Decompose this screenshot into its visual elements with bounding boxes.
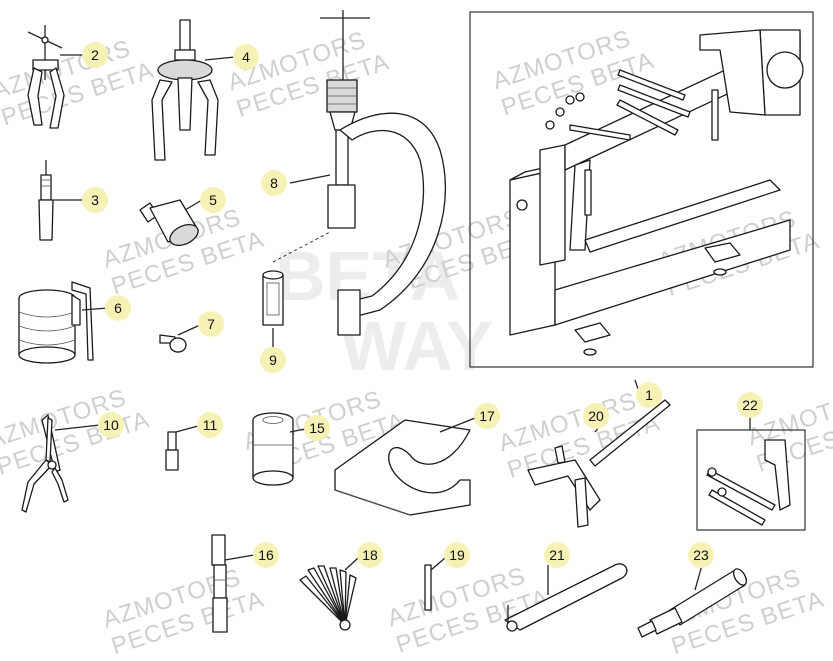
svg-text:10: 10 (103, 417, 119, 433)
callout-21[interactable]: 21 (544, 542, 570, 568)
callout-7[interactable]: 7 (198, 311, 224, 337)
callout-16[interactable]: 16 (253, 542, 279, 568)
part-21-spanner[interactable] (504, 563, 628, 632)
callout-8[interactable]: 8 (261, 170, 287, 196)
svg-text:21: 21 (549, 547, 565, 563)
part-2-puller[interactable] (27, 25, 65, 129)
part-17-support-block[interactable] (334, 419, 471, 516)
callout-17[interactable]: 17 (474, 403, 500, 429)
callout-4[interactable]: 4 (233, 44, 259, 70)
callout-22[interactable]: 22 (737, 392, 763, 418)
callout-9[interactable]: 9 (260, 347, 286, 373)
part-18-feeler-gauge[interactable] (299, 565, 357, 631)
part-1-bolts (545, 69, 719, 216)
part-1-frame (469, 11, 814, 368)
svg-text:3: 3 (91, 192, 99, 208)
svg-text:19: 19 (449, 547, 465, 563)
part-20-clamp[interactable] (527, 399, 671, 528)
center-watermark-bottom: WAY (340, 307, 493, 385)
part-15-socket[interactable] (252, 412, 294, 486)
svg-text:16: 16 (258, 547, 274, 563)
callout-5[interactable]: 5 (200, 187, 226, 213)
svg-text:18: 18 (362, 547, 378, 563)
part-9-adapter[interactable] (262, 231, 331, 326)
svg-text:2: 2 (91, 47, 99, 63)
callout-3[interactable]: 3 (82, 187, 108, 213)
part-10-pliers[interactable] (21, 414, 69, 513)
svg-text:17: 17 (479, 408, 495, 424)
part-7-pin[interactable] (159, 334, 187, 353)
svg-text:22: 22 (742, 397, 758, 413)
svg-text:9: 9 (269, 352, 277, 368)
callout-20[interactable]: 20 (583, 403, 609, 429)
svg-text:4: 4 (242, 49, 250, 65)
callout-18[interactable]: 18 (357, 542, 383, 568)
svg-text:6: 6 (114, 300, 122, 316)
svg-text:7: 7 (207, 316, 215, 332)
part-5-socket[interactable] (139, 199, 201, 249)
callout-10[interactable]: 10 (98, 412, 124, 438)
svg-text:15: 15 (309, 420, 325, 436)
callouts: 1 2 3 4 5 6 7 8 9 10 11 15 16 17 18 19 2… (82, 42, 763, 568)
part-23-tool[interactable] (637, 567, 749, 638)
part-19-rod[interactable] (424, 564, 432, 611)
callout-6[interactable]: 6 (105, 295, 131, 321)
callout-23[interactable]: 23 (688, 542, 714, 568)
part-4-bearing-puller[interactable] (151, 19, 219, 161)
callout-11[interactable]: 11 (197, 412, 223, 438)
part-1-engine-stand[interactable] (469, 11, 814, 368)
part-16-tool[interactable] (211, 534, 228, 633)
svg-text:20: 20 (588, 408, 604, 424)
callout-15[interactable]: 15 (304, 415, 330, 441)
svg-text:8: 8 (270, 175, 278, 191)
part-6-ring-compressor[interactable] (18, 281, 94, 364)
part-22-tool-set[interactable] (696, 429, 806, 531)
svg-text:11: 11 (203, 417, 218, 433)
callout-1[interactable]: 1 (636, 382, 662, 408)
svg-text:23: 23 (693, 547, 709, 563)
part-22-frame (696, 429, 806, 531)
part-3-adapter[interactable] (38, 160, 54, 241)
part-11-pin-tool[interactable] (165, 431, 179, 471)
svg-text:1: 1 (645, 387, 653, 403)
part-8-valve-compressor[interactable] (320, 10, 447, 336)
callout-2[interactable]: 2 (82, 42, 108, 68)
svg-text:5: 5 (209, 192, 217, 208)
callout-19[interactable]: 19 (444, 542, 470, 568)
